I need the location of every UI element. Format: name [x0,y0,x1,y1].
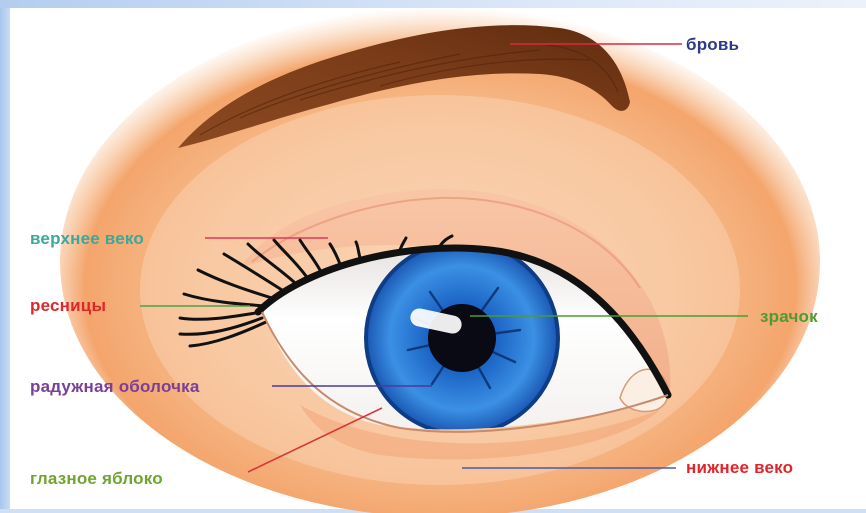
label-eyelashes: ресницы [30,297,106,314]
label-pupil: зрачок [760,308,818,325]
label-lower-eyelid: нижнее веко [686,459,793,476]
label-eyeball: глазное яблоко [30,470,163,487]
label-iris: радужная оболочка [30,378,200,395]
label-upper-eyelid: верхнее веко [30,230,144,247]
label-eyebrow: бровь [686,36,739,53]
